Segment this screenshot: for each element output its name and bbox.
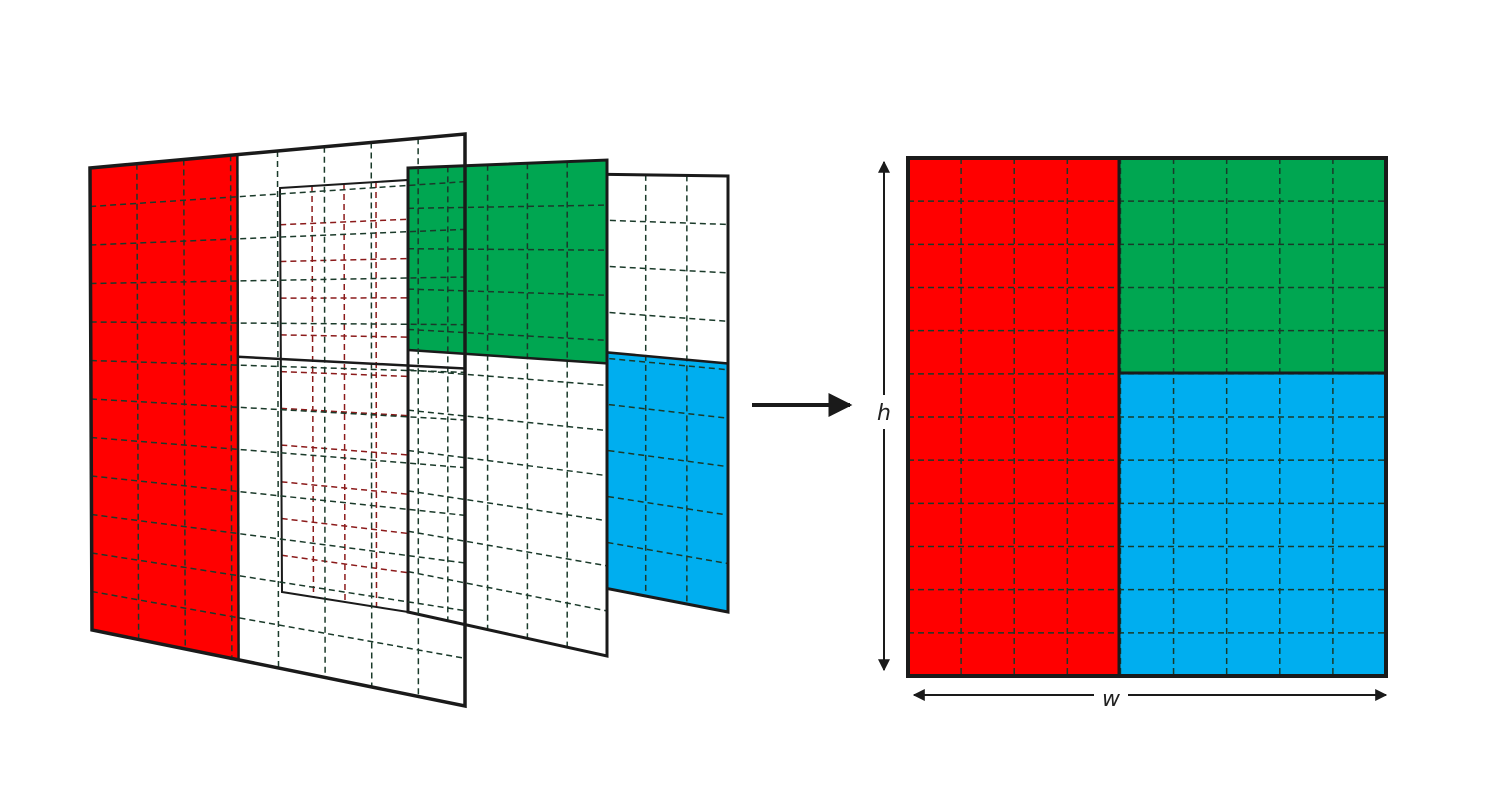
layer-front-divider [236,154,240,660]
layer-middle-divider [407,348,608,365]
layer-front-grid-line [91,590,466,660]
layer-inner-border [278,178,409,614]
layer-front-grid-line [91,436,466,469]
layer-middle-grid-line [407,409,608,432]
output-border [906,156,1388,678]
layer-front-grid-line [90,276,466,285]
layer-front-grid-line [90,359,466,374]
layer-middle-grid-line [407,530,608,567]
layer-inner-grid-line [311,185,315,598]
layer-inner [278,178,409,614]
layer-inner-grid-line [280,370,409,378]
layer-middle-grid-line [407,369,608,387]
layer-front-grid-line [91,552,466,612]
layer-inner-grid-line [280,334,409,338]
width-label: w [1102,687,1121,712]
layer-front-border [88,132,467,709]
layer-middle-grid-line [407,449,608,477]
output-region-top-right [1119,158,1386,373]
layer-front-grid-line [91,475,466,517]
layer-middle [406,158,609,658]
layer-inner-grid-line [280,218,409,226]
layer-middle-grid-line [407,490,608,522]
layer-inner-grid-line [343,183,346,603]
output-feature-map [906,156,1388,678]
layer-inner-grid-line [281,407,409,417]
layer-inner-grid-line [375,181,378,608]
layer-middle-grid-line [407,288,608,297]
layer-front-grid-line [90,228,466,246]
layer-inner-grid-line [281,517,409,535]
layer-middle-grid-line [407,204,608,210]
height-label: h [877,401,891,426]
layer-front-grid-line [91,513,466,564]
layer-middle-grid-line [407,328,608,342]
output-region-bottom-right [1119,373,1386,676]
layer-front [88,132,467,709]
layer-front-divider [237,355,466,370]
layer-back-grid-line [439,512,729,565]
layer-inner-grid-line [281,444,409,456]
layer-front-fill-red [90,154,239,660]
layer-middle-grid-line [407,247,608,251]
layer-front-grid-line [90,321,466,326]
layer-front-grid-line [90,180,466,208]
layer-middle-grid-line [407,570,608,612]
layer-middle-fill-green [408,160,607,364]
layer-front-grid-line [90,398,466,421]
layer-inner-grid-line [281,481,409,495]
layer-inner-grid-line [281,554,409,574]
input-feature-stack [88,132,730,709]
layer-front-grid-line [276,150,280,669]
layer-inner-grid-line [280,257,409,263]
